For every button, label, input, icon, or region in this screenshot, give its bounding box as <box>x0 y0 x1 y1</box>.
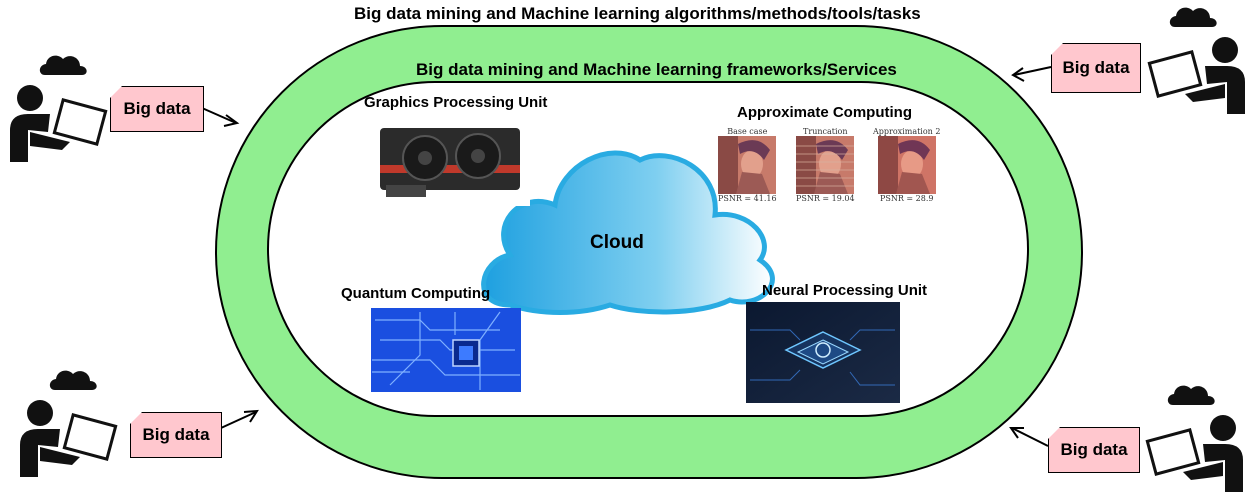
outer-title: Big data mining and Machine learning alg… <box>354 4 921 23</box>
big-data-label: Big data <box>142 425 210 444</box>
big-data-label: Big data <box>123 99 191 118</box>
inner-title: Big data mining and Machine learning fra… <box>416 60 897 79</box>
gpu-image <box>373 119 530 206</box>
quantum-label: Quantum Computing <box>341 285 491 302</box>
approx-caption: Approximation 2 <box>873 127 941 136</box>
laptop-icon <box>1145 428 1201 476</box>
approx-psnr: PSNR = 19.04 <box>796 194 855 203</box>
cloud-icon <box>49 370 97 390</box>
big-data-box-bottom-left: Big data <box>129 411 222 458</box>
npu-image <box>746 302 900 403</box>
approx-caption: Truncation <box>803 127 848 136</box>
approx-thumb-approx2: Approximation 2 PSNR = 28.9 <box>873 127 940 203</box>
cloud-shape <box>481 150 775 315</box>
laptop-icon <box>52 98 108 146</box>
approx-thumb-truncation: Truncation PSNR = 19.04 <box>796 127 855 203</box>
big-data-box-top-right: Big data <box>1050 42 1141 93</box>
big-data-box-bottom-right: Big data <box>1047 426 1140 473</box>
user-icon <box>20 370 118 477</box>
cloud-icon <box>1167 385 1215 405</box>
big-data-box-top-left: Big data <box>109 85 204 132</box>
approx-label: Approximate Computing <box>737 104 912 121</box>
lena-image <box>796 136 855 194</box>
user-icon <box>1147 7 1245 114</box>
approx-caption: Base case <box>727 127 768 136</box>
approx-psnr: PSNR = 41.16 <box>718 194 777 203</box>
user-icon <box>10 55 108 162</box>
cloud-icon <box>39 55 87 75</box>
big-data-label: Big data <box>1062 58 1130 77</box>
laptop-icon <box>1147 50 1203 98</box>
gpu-label: Graphics Processing Unit <box>364 94 548 111</box>
approx-thumb-base: Base case PSNR = 41.16 <box>718 127 777 203</box>
laptop-icon <box>62 413 118 461</box>
user-icon <box>1145 385 1243 492</box>
lena-image <box>877 136 936 194</box>
big-data-label: Big data <box>1060 440 1128 459</box>
cloud-icon <box>1169 7 1217 27</box>
npu-label: Neural Processing Unit <box>762 282 928 299</box>
cloud-label: Cloud <box>590 232 644 253</box>
approx-psnr: PSNR = 28.9 <box>879 194 934 203</box>
lena-image <box>718 136 777 194</box>
quantum-image <box>371 308 521 392</box>
